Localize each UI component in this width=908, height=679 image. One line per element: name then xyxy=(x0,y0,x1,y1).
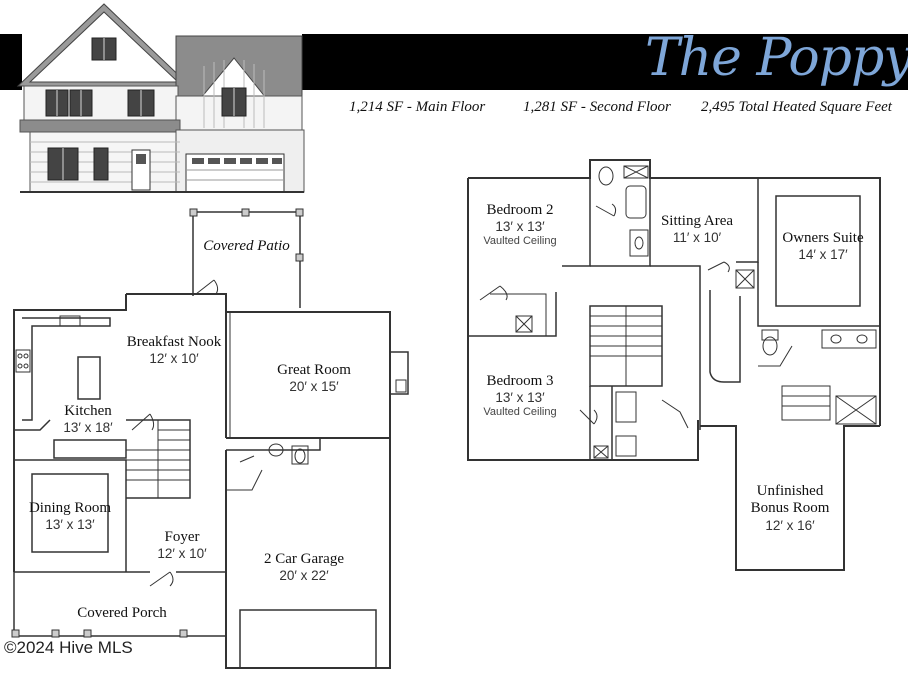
main-floor-sf: 1,214 SF - Main Floor xyxy=(349,99,486,115)
kitchen-label: Kitchen 13′ x 18′ xyxy=(63,403,113,436)
total-sf: 2,495 Total Heated Square Feet xyxy=(701,99,892,115)
covered-porch-label: Covered Porch xyxy=(77,605,167,621)
garage-label: 2 Car Garage 20′ x 22′ xyxy=(264,551,344,584)
breakfast-nook-label: Breakfast Nook 12′ x 10′ xyxy=(126,334,222,367)
copyright-watermark: ©2024 Hive MLS xyxy=(4,638,133,657)
second-floor-plan xyxy=(467,159,881,571)
great-room-label: Great Room 20′ x 15′ xyxy=(277,362,351,395)
bedroom-2-label: Bedroom 2 13′ x 13′ Vaulted Ceiling xyxy=(483,202,557,247)
bonus-room-label: Unfinished Bonus Room 12′ x 16′ xyxy=(750,483,830,533)
covered-patio-label: Covered Patio xyxy=(203,238,290,254)
dining-room-label: Dining Room 13′ x 13′ xyxy=(28,500,112,533)
foyer-label: Foyer 12′ x 10′ xyxy=(157,529,207,562)
bedroom-3-label: Bedroom 3 13′ x 13′ Vaulted Ceiling xyxy=(483,373,557,418)
second-floor-sf: 1,281 SF - Second Floor xyxy=(523,99,671,115)
sitting-area-label: Sitting Area 11′ x 10′ xyxy=(660,213,734,246)
owners-suite-label: Owners Suite 14′ x 17′ xyxy=(782,230,864,263)
main-floor-plan xyxy=(11,208,409,669)
plan-title: The Poppy xyxy=(645,28,908,88)
house-elevation-image xyxy=(16,3,305,193)
